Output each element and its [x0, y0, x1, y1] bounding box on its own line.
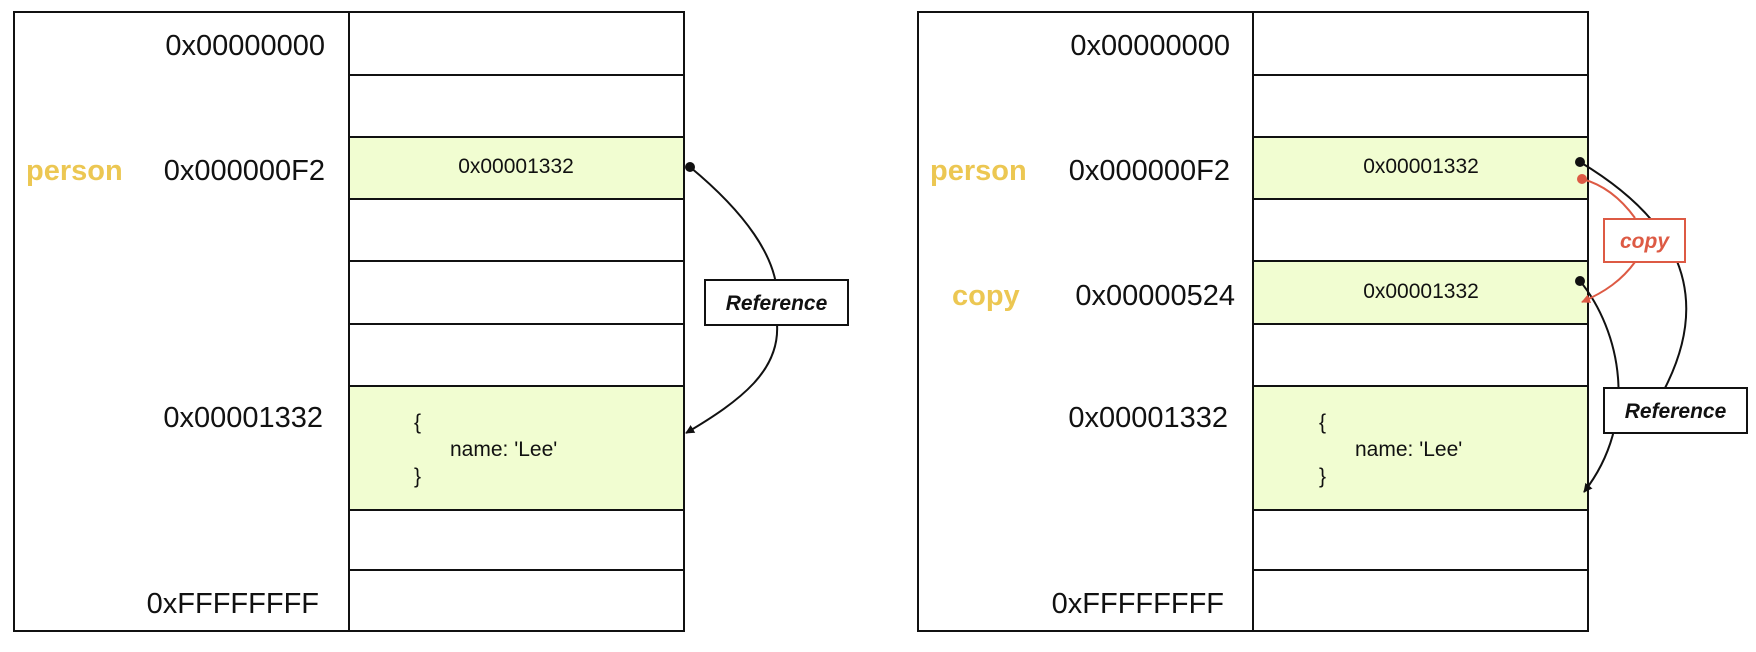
right-person-reference-arrow: [1579, 161, 1688, 389]
right-address-copy: 0x00000524: [1075, 280, 1235, 312]
right-memory-panel: person copy 0x00000000 0x000000F2 0x0000…: [917, 11, 1748, 632]
right-address-person: 0x000000F2: [1069, 155, 1230, 187]
left-variable-person: person: [26, 155, 123, 187]
right-object-property: name: 'Lee': [1355, 438, 1462, 461]
right-variable-person: person: [930, 155, 1027, 187]
right-copy-label-box: [1603, 218, 1686, 263]
left-address-person: 0x000000F2: [164, 155, 325, 187]
right-row-dividers: [1253, 74, 1588, 571]
left-reference-label: Reference: [726, 292, 828, 315]
left-object-open-brace: {: [414, 411, 421, 434]
right-cell-person: [1253, 137, 1587, 199]
right-copy-reference-arrow: [1579, 280, 1620, 493]
left-address-last: 0xFFFFFFFF: [147, 588, 319, 620]
right-reference-label-box: [1603, 387, 1748, 434]
left-row-dividers: [349, 74, 684, 571]
right-copy-arrow-upper: [1581, 178, 1636, 219]
left-value-person: 0x00001332: [458, 155, 574, 178]
right-copy-arrow-lower: [1581, 261, 1636, 303]
left-object-close-brace: }: [414, 465, 421, 488]
right-object-open-brace: {: [1319, 411, 1326, 434]
right-cell-copy: [1253, 261, 1587, 324]
right-address-last: 0xFFFFFFFF: [1052, 588, 1224, 620]
left-cell-person: [349, 137, 683, 199]
right-value-copy: 0x00001332: [1363, 280, 1479, 303]
right-address-object: 0x00001332: [1068, 402, 1228, 434]
left-address-object: 0x00001332: [163, 402, 323, 434]
left-address-row0: 0x00000000: [165, 30, 325, 62]
right-cell-object: [1253, 386, 1587, 510]
left-reference-arrow-lower: [685, 323, 779, 434]
left-memory-panel: person 0x00000000 0x000000F2 0x00001332 …: [13, 11, 849, 632]
left-object-property: name: 'Lee': [450, 438, 557, 461]
right-address-row0: 0x00000000: [1070, 30, 1230, 62]
left-cell-object: [349, 386, 683, 510]
right-value-person: 0x00001332: [1363, 155, 1479, 178]
right-object-close-brace: }: [1319, 465, 1326, 488]
right-copy-label: copy: [1620, 230, 1670, 253]
right-variable-copy: copy: [952, 280, 1020, 312]
right-reference-label: Reference: [1625, 400, 1727, 423]
left-reference-label-box: [704, 279, 849, 326]
